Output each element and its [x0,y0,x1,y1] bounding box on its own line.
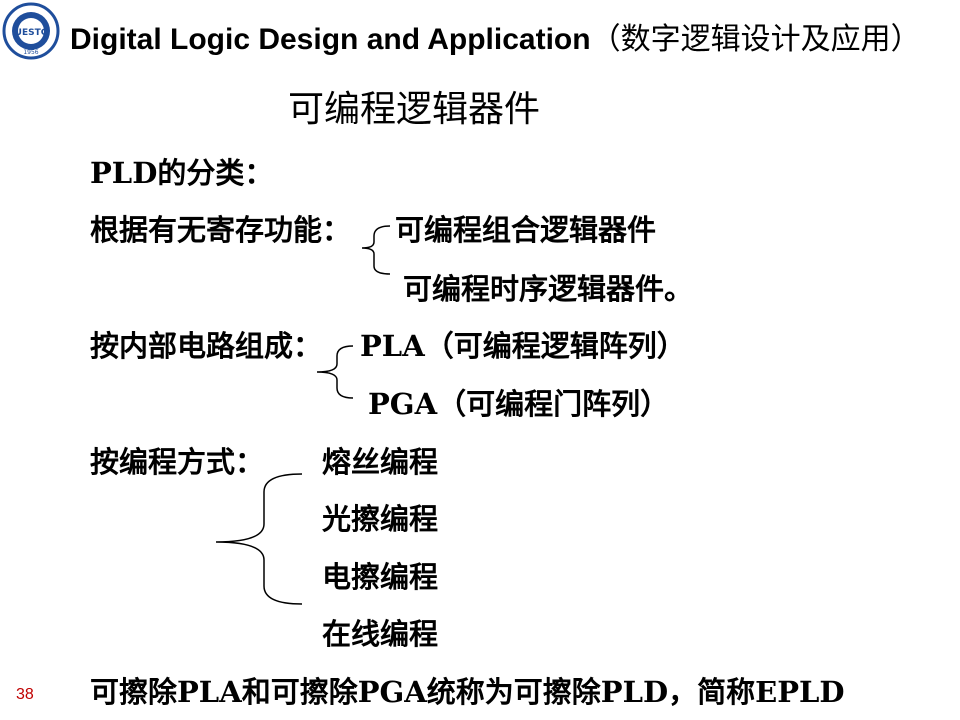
group3-label: 按编程方式： [90,445,265,479]
svg-text:UESTC: UESTC [15,28,48,38]
slide-title: 可编程逻辑器件 [288,89,541,130]
group3-item-uv-erase: 光擦编程 [322,502,439,536]
logo-year: 1956 [23,49,38,56]
group3-item-fuse: 熔丝编程 [322,445,439,479]
group2-item-pga: PGA（可编程门阵列） [368,387,670,421]
group3-brace [215,473,303,605]
group1-label: 根据有无寄存功能： [90,213,352,247]
course-title-en: Digital Logic Design and Application [70,23,591,56]
group1-item-combinational: 可编程组合逻辑器件 [395,213,657,247]
group1-brace [361,225,391,275]
group3-item-in-system: 在线编程 [322,617,439,651]
pld-heading: PLD的分类： [90,156,274,190]
university-logo: UESTC 1956 [2,2,60,60]
course-title-cn: （数字逻辑设计及应用） [590,22,921,57]
group2-label: 按内部电路组成： [90,329,323,363]
page-number: 38 [16,686,34,703]
group2-item-pla: PLA（可编程逻辑阵列） [360,329,686,363]
group3-item-electric-erase: 电擦编程 [322,560,439,594]
epld-note: 可擦除PLA和可擦除PGA统称为可擦除PLD，简称EPLD [90,675,845,709]
group1-item-sequential: 可编程时序逻辑器件。 [403,272,694,306]
course-title: Digital Logic Design and Application（数字逻… [70,14,921,58]
group2-brace [316,345,354,399]
